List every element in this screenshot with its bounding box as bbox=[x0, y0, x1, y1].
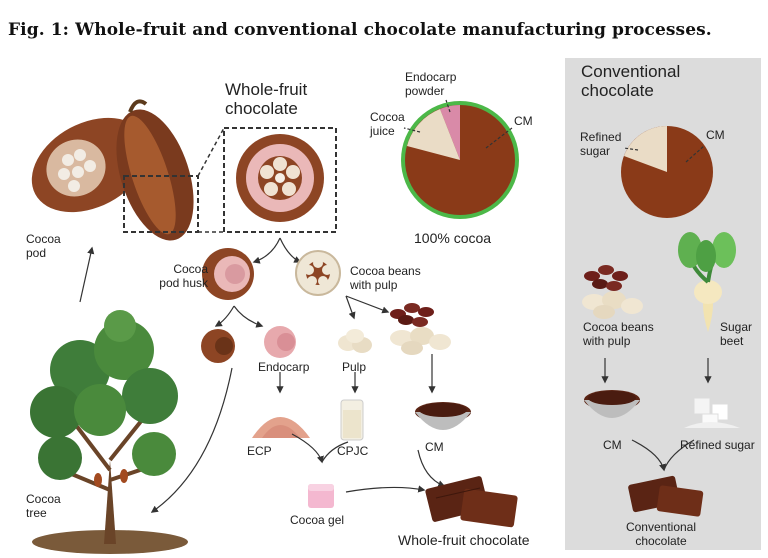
conventional-product-line2: chocolate bbox=[635, 534, 687, 548]
pie-label-endocarp-line1: Endocarp bbox=[405, 70, 457, 84]
conventional-beans-illustration bbox=[582, 265, 643, 319]
pod-husk-label-line2: pod husk bbox=[159, 276, 208, 290]
cocoa-gel-label: Cocoa gel bbox=[290, 513, 345, 527]
cocoa-pods-illustration bbox=[31, 99, 225, 241]
pie-label-endocarp-powder: Endocarp powder bbox=[405, 70, 456, 98]
cpjc-glass-illustration bbox=[340, 399, 364, 441]
conv-cm-label: CM bbox=[603, 438, 622, 452]
conv-pie-label-sugar-line1: Refined bbox=[580, 130, 622, 144]
pod-husk-label: Cocoa pod husk bbox=[150, 262, 208, 290]
cocoa-tree-label: Cocoa tree bbox=[26, 492, 61, 520]
conventional-pie bbox=[621, 126, 713, 218]
ecp-powder-illustration bbox=[252, 417, 310, 438]
cocoa-pod-label-line1: Cocoa bbox=[26, 232, 61, 246]
pie-label-cocoa-juice: Cocoa juice bbox=[370, 110, 405, 138]
conventional-product-line1: Conventional bbox=[625, 520, 697, 534]
pod-husk-label-line1: Cocoa bbox=[173, 262, 208, 276]
whole-fruit-heading-line2: chocolate bbox=[225, 99, 298, 118]
beans-pulp-label-line1: Cocoa beans bbox=[350, 264, 421, 278]
sugar-beet-label: Sugar beet bbox=[720, 320, 752, 348]
conventional-chocolate-illustration bbox=[628, 475, 704, 517]
exocarp-illustration bbox=[201, 329, 235, 363]
conv-beans-label: Cocoa beans with pulp bbox=[583, 320, 654, 348]
conv-beans-label-line2: with pulp bbox=[583, 334, 631, 348]
beans-with-pulp-illustration bbox=[295, 250, 341, 296]
pulp-label: Pulp bbox=[342, 360, 367, 374]
pie-label-juice-line2: juice bbox=[370, 124, 395, 138]
sugar-beet-illustration bbox=[678, 232, 736, 332]
conventional-heading-line1: Conventional bbox=[581, 62, 681, 81]
endocarp-label: Endocarp bbox=[258, 360, 310, 374]
cm-label: CM bbox=[425, 440, 444, 454]
whole-fruit-heading-line1: Whole-fruit bbox=[225, 80, 308, 99]
sugar-beet-label-line1: Sugar bbox=[720, 320, 753, 334]
cocoa-gel-illustration bbox=[308, 484, 334, 508]
whole-fruit-chocolate-illustration bbox=[425, 476, 518, 528]
conventional-heading: Conventional chocolate bbox=[581, 62, 680, 100]
cocoa-pod-label: Cocoa pod bbox=[26, 232, 61, 260]
conventional-product-label: Conventional chocolate bbox=[616, 520, 706, 548]
conv-pie-label-refined-sugar: Refined sugar bbox=[580, 130, 621, 158]
cocoa-tree-label-line2: tree bbox=[26, 506, 47, 520]
sugar-cubes-illustration bbox=[684, 397, 740, 429]
pie-label-juice-line1: Cocoa bbox=[370, 110, 405, 124]
whole-fruit-pie bbox=[401, 99, 519, 219]
pod-cross-section-illustration bbox=[223, 127, 337, 233]
pie-label-cm: CM bbox=[514, 114, 533, 128]
whole-fruit-heading: Whole-fruit chocolate bbox=[225, 80, 307, 118]
conv-refined-sugar-label: Refined sugar bbox=[680, 438, 755, 452]
conv-pie-label-sugar-line2: sugar bbox=[580, 144, 611, 158]
cm-bowl-illustration bbox=[415, 402, 471, 430]
conventional-heading-line2: chocolate bbox=[581, 81, 654, 100]
conventional-cm-bowl-illustration bbox=[584, 390, 640, 418]
figure-title: Fig. 1: Whole-fruit and conventional cho… bbox=[8, 20, 712, 40]
cocoa-tree-label-line1: Cocoa bbox=[26, 492, 61, 506]
pie-caption: 100% cocoa bbox=[414, 230, 492, 246]
sugar-beet-label-line2: beet bbox=[720, 334, 744, 348]
cocoa-pod-label-line2: pod bbox=[26, 246, 47, 260]
whole-fruit-product-label: Whole-fruit chocolate bbox=[398, 532, 530, 548]
cpjc-label: CPJC bbox=[337, 444, 369, 458]
conv-beans-label-line1: Cocoa beans bbox=[583, 320, 654, 334]
pod-husk-illustration bbox=[202, 248, 254, 300]
pie-label-endocarp-line2: powder bbox=[405, 84, 445, 98]
endocarp-illustration bbox=[264, 326, 296, 358]
beans-pulp-label-line2: with pulp bbox=[350, 278, 398, 292]
conv-pie-label-cm: CM bbox=[706, 128, 725, 142]
ecp-label: ECP bbox=[247, 444, 272, 458]
cocoa-beans-heap-illustration bbox=[390, 303, 451, 355]
beans-pulp-label: Cocoa beans with pulp bbox=[350, 264, 421, 292]
pulp-illustration bbox=[338, 329, 372, 353]
cocoa-tree-illustration bbox=[30, 310, 188, 554]
